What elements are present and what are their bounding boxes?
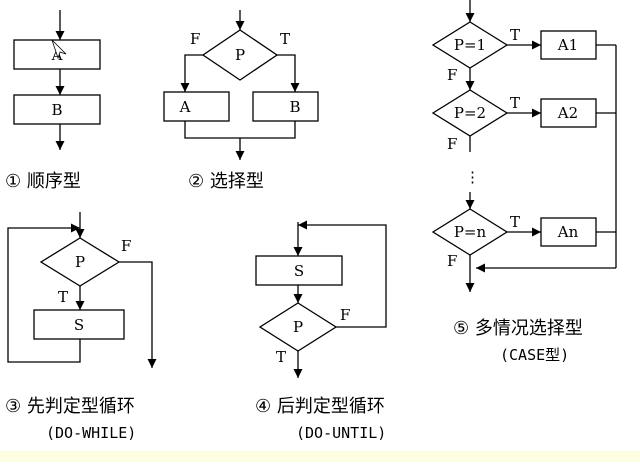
subcaption-until: (DO-UNTIL) [296,424,386,442]
sequence-diagram: A B ① 顺序型 [5,10,101,192]
true-label: T [280,30,290,48]
case-diagram: P=1 T A1 F P=2 T A2 F ⋮ P=n T An F ⑤ 多情况… [431,0,617,364]
process-box-b-label: B [51,101,62,119]
process-box-b [252,91,319,122]
decision-label: P [293,318,303,336]
process-box-a-label: A [179,98,191,116]
loop-body-box [33,309,125,340]
case-true-label-2: T [510,94,520,112]
loop-body-label: S [74,316,84,334]
true-label: T [58,288,68,306]
case-decision-n-label: P=n [454,223,487,241]
subcaption-while: (DO-WHILE) [46,424,136,442]
false-branch-arrow [180,54,203,92]
loop-body-label: S [294,262,304,280]
cursor-icon [51,39,67,60]
selection-diagram: P F T A B ② 选择型 [163,10,319,192]
true-branch-arrow [277,54,300,92]
caption-until: ④ 后判定型循环 [255,396,385,417]
case-false-label-1: F [447,66,457,84]
process-box-b [13,94,101,125]
process-box-a [163,91,230,122]
false-exit-arrow [119,261,157,368]
caption-selection: ② 选择型 [188,171,264,192]
case-action-label-2: A2 [557,104,578,122]
caption-while: ③ 先判定型循环 [5,396,135,417]
false-label: F [340,306,350,324]
true-label: T [276,348,286,366]
case-action-box-2 [540,98,597,128]
false-label: F [190,30,200,48]
case-decision-1-label: P=1 [454,36,486,54]
case-false-label-2: F [447,135,457,153]
case-decision-2-label: P=2 [454,104,486,122]
process-box-b-label: B [289,98,300,116]
caption-case: ⑤ 多情况选择型 [453,318,583,339]
case-action-label-1: A1 [557,36,578,54]
while-loop-diagram: P F T S ③ 先判定型循环 (DO-WHILE) [5,212,157,442]
case-action-box-n [540,217,597,247]
false-label: F [121,237,131,255]
case-action-box-1 [540,30,597,60]
bottom-strip [0,451,640,462]
decision-label: P [75,253,85,271]
case-true-label-n: T [510,213,520,231]
decision-label: P [235,46,245,64]
subcaption-case: (CASE型) [500,346,569,364]
case-true-label-1: T [510,26,520,44]
loop-body-box [255,255,343,286]
case-ellipsis: ⋮ [465,168,480,186]
decision-diamond [201,29,279,81]
case-action-label-n: An [557,223,579,241]
loop-back-arrow [298,220,387,328]
loop-back-arrow [7,223,81,363]
until-loop-diagram: S P F T ④ 后判定型循环 (DO-UNTIL) [255,220,387,442]
caption-sequence: ① 顺序型 [5,171,81,192]
case-false-label-n: F [447,252,457,270]
merge-line [184,121,296,139]
